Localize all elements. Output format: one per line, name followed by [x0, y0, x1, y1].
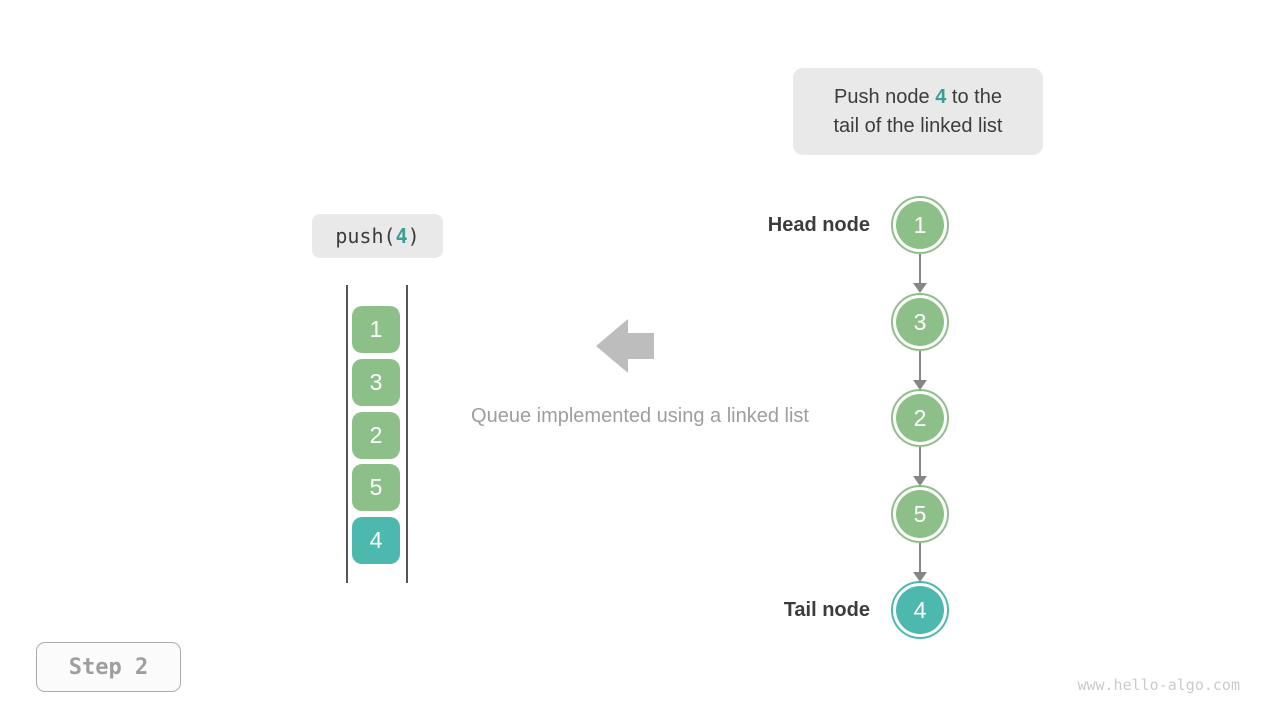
queue-cell-3: 2	[352, 412, 400, 459]
callout-text-prefix: Push node	[834, 85, 936, 108]
list-node-3: 2	[891, 389, 949, 447]
big-left-arrow-icon	[596, 319, 654, 373]
push-label-value: 4	[395, 224, 408, 248]
arrow-head	[913, 572, 927, 582]
push-operation-label: push(4)	[312, 214, 443, 258]
queue-cell-5: 4	[352, 517, 400, 564]
arrow-down-icon	[913, 447, 927, 486]
arrow-line	[919, 254, 921, 283]
list-node-5-value: 4	[896, 586, 944, 634]
list-node-4: 5	[891, 485, 949, 543]
callout-line-2: tail of the linked list	[833, 114, 1003, 137]
list-node-1-value: 1	[896, 201, 944, 249]
list-node-5: 4	[891, 581, 949, 639]
queue-cell-4: 5	[352, 464, 400, 511]
tail-node-label: Tail node	[783, 599, 870, 621]
callout-line-1: Push node 4 to the	[834, 83, 1002, 112]
list-node-2: 3	[891, 293, 949, 351]
arrow-line	[919, 543, 921, 572]
arrow-head	[913, 283, 927, 293]
arrow-line	[919, 351, 921, 380]
arrow-down-icon	[913, 543, 927, 582]
watermark-url: www.hello-algo.com	[1077, 676, 1240, 694]
callout-box: Push node 4 to the tail of the linked li…	[793, 68, 1043, 155]
arrow-down-icon	[913, 351, 927, 390]
callout-text-suffix: to the	[946, 85, 1002, 108]
list-node-4-value: 5	[896, 490, 944, 538]
arrow-head	[913, 476, 927, 486]
callout-highlight-value: 4	[935, 85, 947, 108]
push-label-prefix: push(	[335, 224, 396, 248]
arrow-down-icon	[913, 254, 927, 293]
queue-right-wall	[406, 285, 408, 583]
step-badge: Step 2	[36, 642, 181, 692]
list-node-1: 1	[891, 196, 949, 254]
diagram-caption: Queue implemented using a linked list	[471, 405, 809, 427]
queue-left-wall	[346, 285, 348, 583]
queue-cell-2: 3	[352, 359, 400, 406]
queue-cell-1: 1	[352, 306, 400, 353]
list-node-2-value: 3	[896, 298, 944, 346]
arrow-head	[913, 380, 927, 390]
arrow-line	[919, 447, 921, 476]
head-node-label: Head node	[767, 214, 870, 236]
list-node-3-value: 2	[896, 394, 944, 442]
push-label-suffix: )	[407, 224, 420, 248]
